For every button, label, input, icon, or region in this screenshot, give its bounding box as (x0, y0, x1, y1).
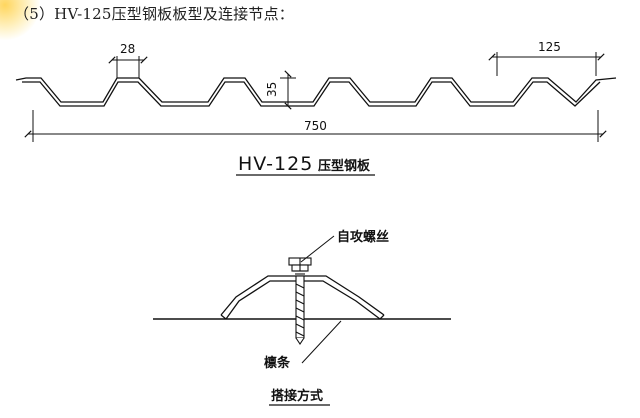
screw-leader (300, 235, 335, 263)
dim-height-text: 35 (265, 82, 279, 97)
dimension-pitch (488, 52, 605, 76)
self-tapping-screw (288, 257, 312, 345)
profile-title-code: HV-125 (238, 153, 313, 175)
purlin-leader (301, 320, 342, 364)
joint-title: 搭接方式 (271, 388, 323, 404)
dim-rib-top-text: 28 (120, 42, 135, 56)
section-heading: （5）HV-125压型钢板板型及连接节点： (14, 5, 294, 23)
profile-title-name: 压型钢板 (318, 158, 371, 174)
screw-label: 自攻螺丝 (337, 229, 389, 245)
dimension-height (280, 70, 296, 110)
profile-sheet (15, 77, 617, 107)
dim-total-text: 750 (304, 119, 327, 133)
purlin-label: 檩条 (264, 355, 291, 371)
dim-pitch-text: 125 (538, 40, 561, 54)
dimension-total (24, 110, 607, 142)
dimension-rib-top (108, 56, 148, 78)
